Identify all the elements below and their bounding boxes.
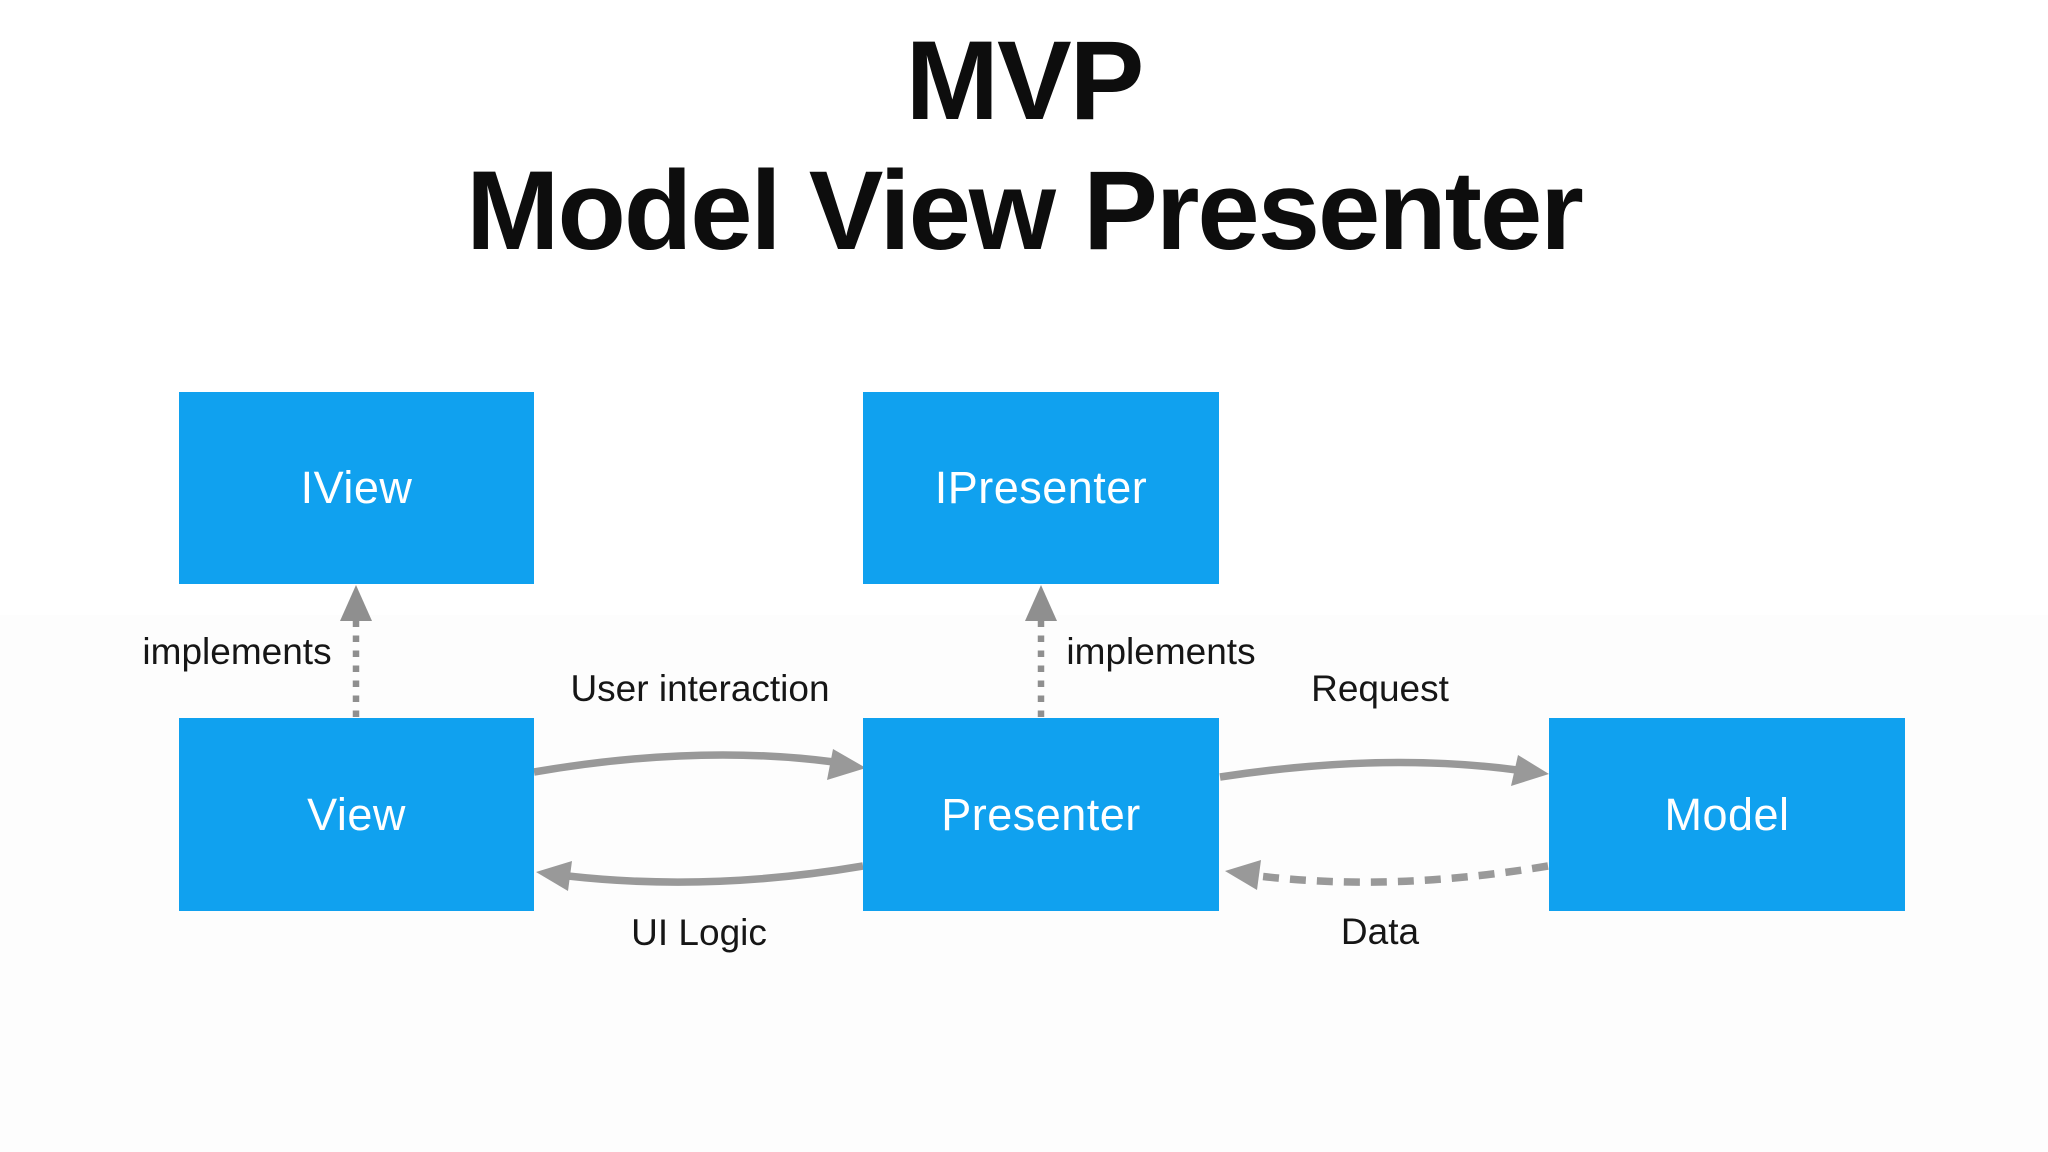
edge-view-to-iview-arrowhead bbox=[340, 585, 372, 621]
edge-presenter-to-ipresenter bbox=[1025, 585, 1057, 717]
edge-presenter-to-model-arrowhead bbox=[1511, 755, 1549, 786]
label-ui-logic: UI Logic bbox=[631, 912, 767, 953]
edge-view-to-presenter bbox=[533, 749, 866, 780]
node-iview-label: IView bbox=[300, 462, 413, 513]
edge-view-to-presenter-line bbox=[533, 751, 835, 776]
node-iview: IView bbox=[179, 392, 534, 584]
node-view: View bbox=[179, 718, 534, 911]
label-implements-view: implements bbox=[142, 631, 332, 672]
label-user-interaction: User interaction bbox=[570, 668, 830, 709]
edge-view-to-presenter-arrowhead bbox=[827, 749, 866, 780]
edge-presenter-to-ipresenter-arrowhead bbox=[1025, 585, 1057, 621]
node-presenter-label: Presenter bbox=[941, 788, 1141, 840]
edge-presenter-to-view-arrowhead bbox=[536, 861, 572, 891]
title-line-full: Model View Presenter bbox=[466, 147, 1584, 273]
label-implements-presenter: implements bbox=[1066, 631, 1256, 672]
node-presenter: Presenter bbox=[863, 718, 1219, 911]
label-request: Request bbox=[1311, 668, 1449, 709]
node-ipresenter-label: IPresenter bbox=[934, 462, 1148, 513]
title-line-acronym: MVP bbox=[905, 18, 1145, 143]
edge-presenter-to-model-line bbox=[1219, 758, 1518, 781]
edge-model-to-presenter-line bbox=[1258, 862, 1549, 886]
node-model-label: Model bbox=[1664, 788, 1790, 840]
edge-view-to-iview bbox=[340, 585, 372, 717]
node-model: Model bbox=[1549, 718, 1905, 911]
edge-model-to-presenter bbox=[1225, 860, 1549, 890]
diagram-title: MVP Model View Presenter bbox=[0, 16, 2048, 276]
edge-presenter-to-model bbox=[1219, 755, 1549, 786]
node-view-label: View bbox=[307, 788, 406, 840]
edge-presenter-to-view bbox=[536, 861, 864, 891]
edge-presenter-to-view-line bbox=[567, 862, 864, 886]
node-ipresenter: IPresenter bbox=[863, 392, 1219, 584]
label-data: Data bbox=[1340, 911, 1420, 952]
edge-model-to-presenter-arrowhead bbox=[1225, 860, 1261, 890]
